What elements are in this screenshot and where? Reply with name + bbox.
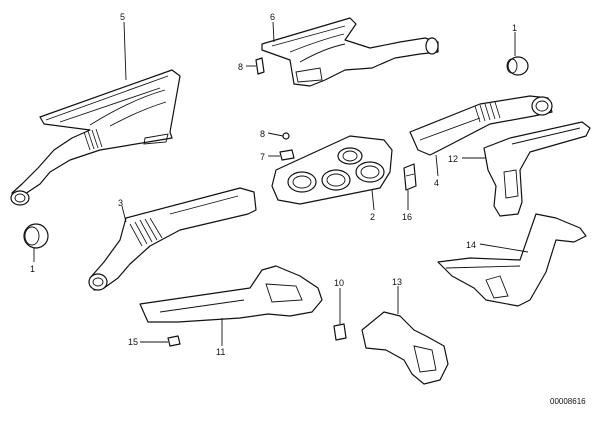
callout-10: 10 [334,278,344,288]
callout-1-top: 1 [512,23,517,33]
callout-12: 12 [448,154,458,164]
part-15-clip [140,335,181,347]
callout-1-bottom: 1 [30,264,35,274]
callout-15: 15 [128,337,138,347]
callout-14: 14 [466,240,476,250]
callout-2: 2 [370,212,375,222]
part-2-housing [271,135,393,211]
part-1-grommet-top [506,32,529,76]
part-6-duct [261,17,439,87]
part-7-clip [268,149,295,161]
callout-11: 11 [216,347,225,357]
callout-7: 7 [260,152,265,162]
part-14-duct [437,213,587,307]
callout-8-mid: 8 [260,129,265,139]
part-10-block [333,288,347,341]
callout-4: 4 [434,178,439,188]
part-16-bracket [403,163,417,210]
part-13-duct [361,286,449,385]
part-11-duct [139,265,323,346]
part-4-duct [409,95,553,177]
part-6-screw-mid [267,132,290,140]
part-8-clip-top [246,57,265,75]
part-12-duct [462,121,591,217]
part-1-grommet-bottom [23,223,49,262]
callout-6-top: 6 [270,12,275,22]
part-3-duct [88,187,257,291]
callout-5: 5 [120,12,125,22]
part-5-duct [10,69,181,206]
callout-13: 13 [392,277,402,287]
callout-3: 3 [118,198,123,208]
document-number: 00008616 [550,397,586,406]
callout-8-top: 8 [238,62,243,72]
callout-16: 16 [402,212,412,222]
